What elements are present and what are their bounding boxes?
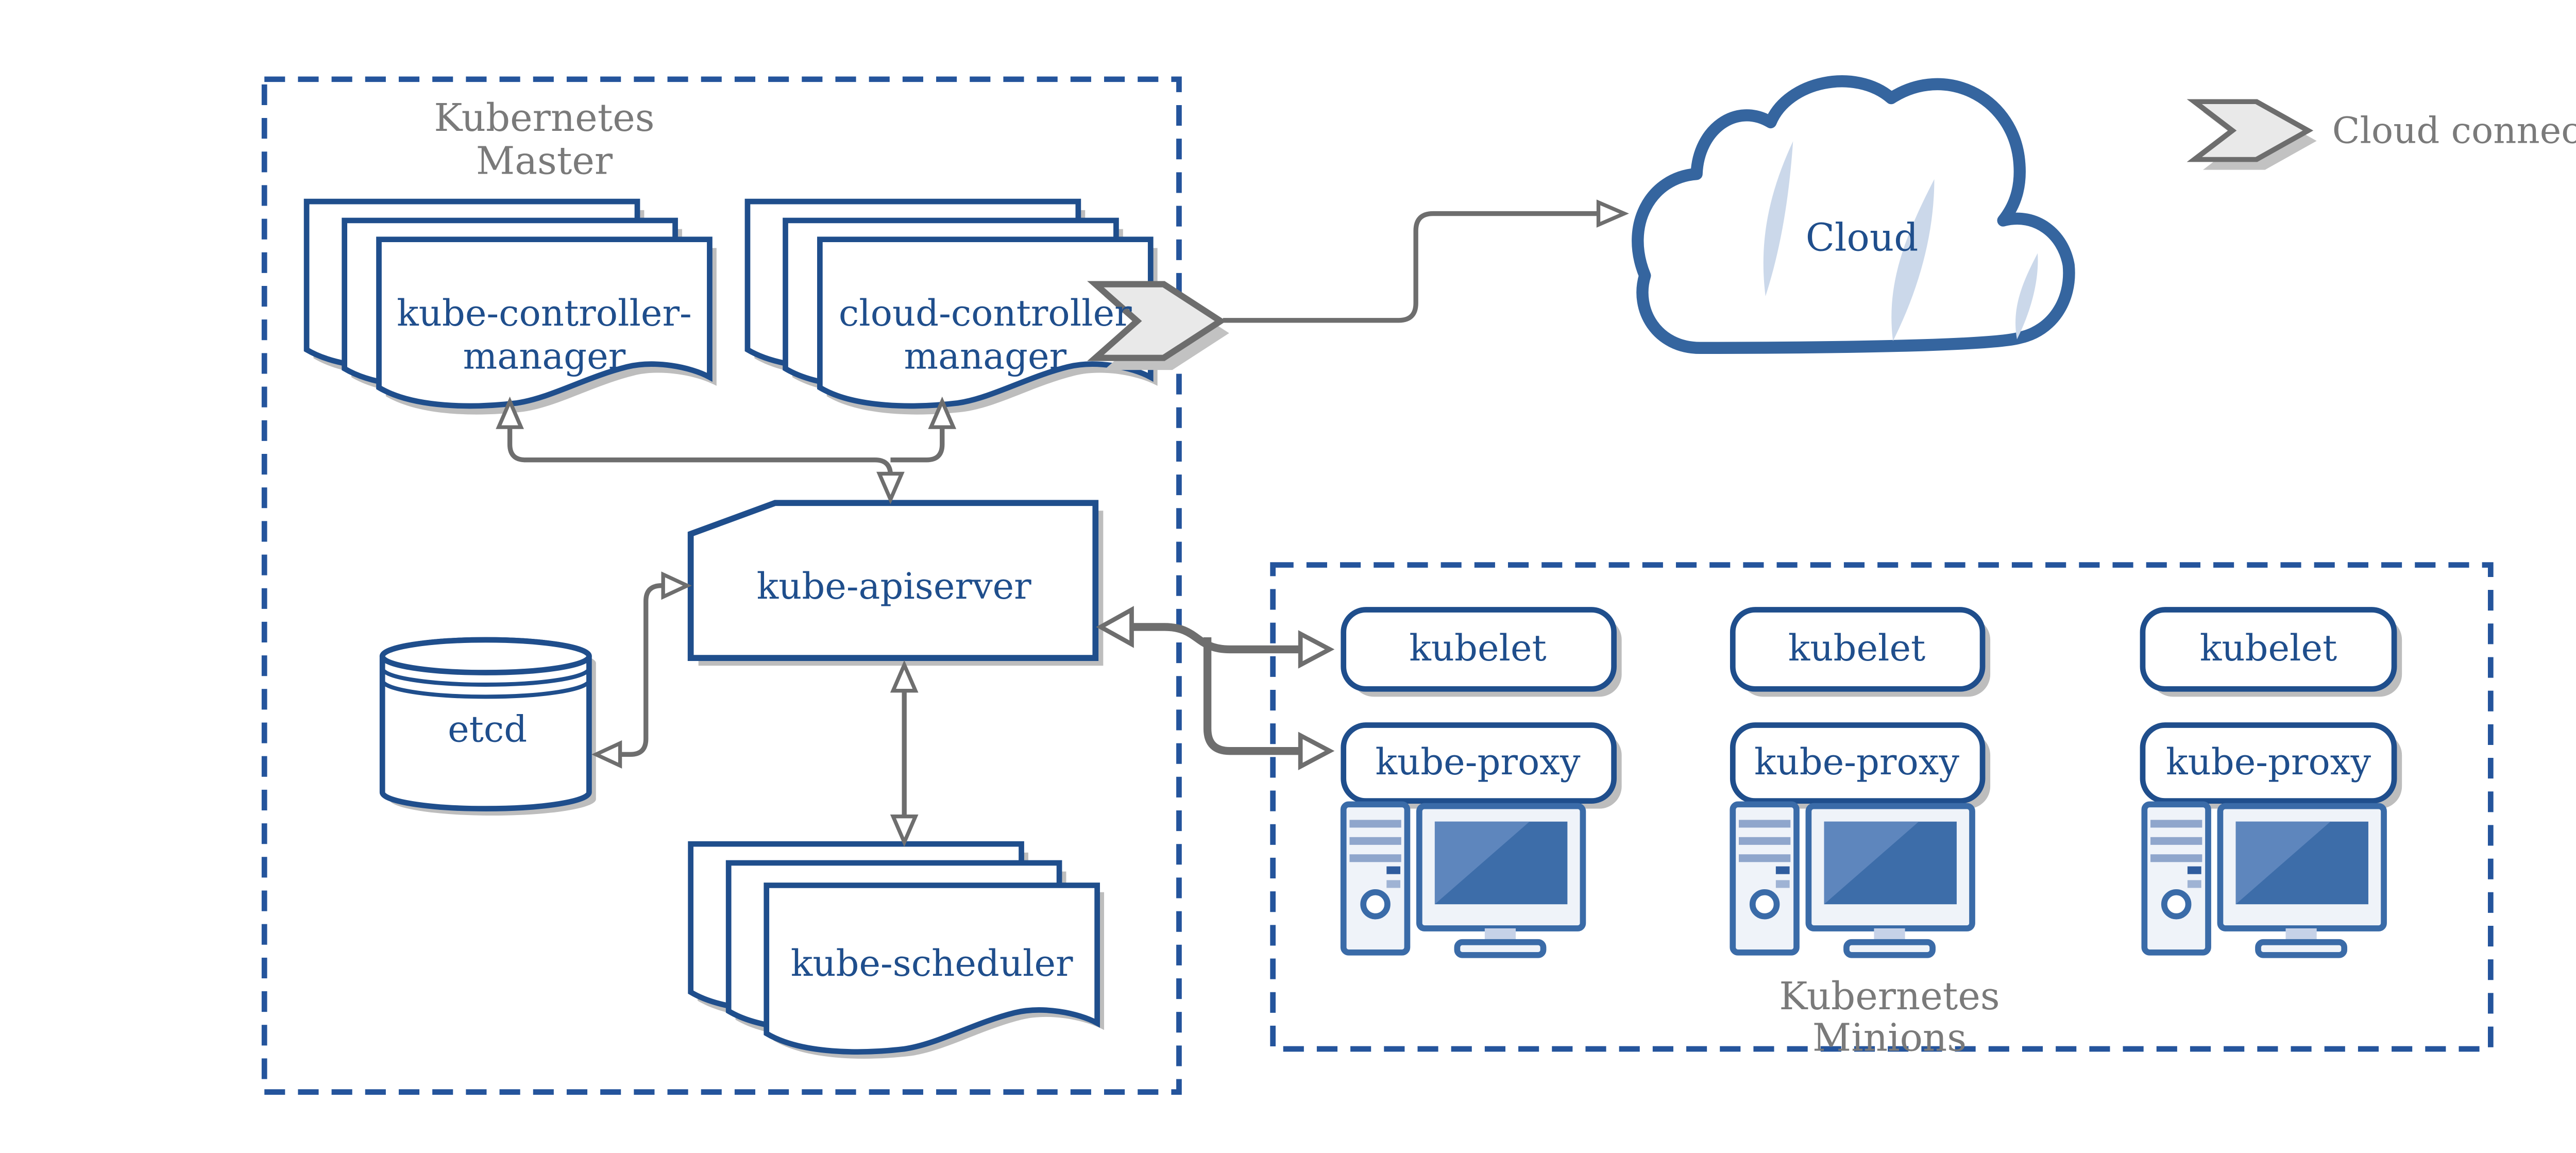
computer-icon [1344, 804, 1583, 955]
master-label-line1: Kubernetes [434, 98, 655, 142]
arrowhead-right [1298, 732, 1335, 770]
cloud-highlight-icon [1763, 141, 1793, 297]
master-label-line2: Master [476, 141, 613, 184]
kube-proxy-box [1730, 722, 1986, 804]
kcm-line2: manager [463, 335, 626, 378]
cloud-label: Cloud [1805, 217, 1919, 261]
minions-label-line2: Minions [1812, 1018, 1967, 1061]
etcd-label: etcd [448, 708, 528, 750]
connectors [496, 199, 1629, 847]
kube-apiserver-label: kube-apiserver [756, 566, 1031, 607]
kube-proxy-label-3: kube-proxy [2166, 741, 2371, 783]
minion-3 [2140, 607, 2402, 955]
arrowhead-right [661, 571, 692, 600]
kubelet-label-3: kubelet [2199, 628, 2337, 669]
cloud-highlight-icon [1891, 179, 1935, 341]
arrowhead-right [1298, 630, 1335, 669]
ccm-line2: manager [904, 335, 1067, 378]
minion-2 [1730, 607, 1991, 955]
arrowhead-up [496, 396, 524, 429]
minions-label-line1: Kubernetes [1779, 976, 2000, 1020]
cloud-controller-manager-label: cloud-controller manager [839, 293, 1132, 379]
cloud-node [1632, 75, 2075, 354]
kubelet-label-1: kubelet [1409, 628, 1547, 669]
computer-icon [2144, 804, 2384, 955]
kube-proxy-label-2: kube-proxy [1754, 741, 1960, 783]
minion-1 [1341, 607, 1622, 955]
kubelet-label-2: kubelet [1788, 628, 1926, 669]
arrowhead-left [1096, 606, 1134, 648]
arrowhead-up [890, 660, 919, 693]
computer-icon [1733, 804, 1972, 955]
ccm-line1: cloud-controller [838, 293, 1132, 334]
kube-proxy-label-1: kube-proxy [1375, 741, 1581, 783]
arrowhead-down [876, 471, 905, 504]
legend-cloud-connector-label: Cloud connector [2332, 110, 2576, 152]
minions-label: Kubernetes Minions [1779, 976, 2000, 1061]
kube-scheduler-label: kube-scheduler [790, 943, 1073, 985]
arrowhead-up [928, 396, 957, 429]
kube-controller-manager-label: kube-controller- manager [397, 293, 692, 379]
arrowhead-down [890, 815, 919, 847]
kubernetes-master-box [261, 76, 1182, 1095]
master-label: Kubernetes Master [434, 98, 654, 184]
kubernetes-minions-box [1270, 562, 2494, 1052]
kube-proxy-box [1341, 722, 1617, 804]
kube-apiserver-node [687, 500, 1104, 666]
cloud-highlight-icon [2015, 253, 2038, 340]
kubelet-box [2140, 607, 2397, 692]
arrowhead-left [591, 740, 622, 769]
arrowhead-right [1596, 199, 1629, 228]
kubelet-box [1341, 607, 1617, 692]
kube-proxy-box [2140, 722, 2397, 804]
legend-cloud-connector-icon [2194, 101, 2317, 170]
etcd-node [379, 637, 596, 816]
kcm-line1: kube-controller- [397, 293, 692, 334]
kubelet-box [1730, 607, 1986, 692]
